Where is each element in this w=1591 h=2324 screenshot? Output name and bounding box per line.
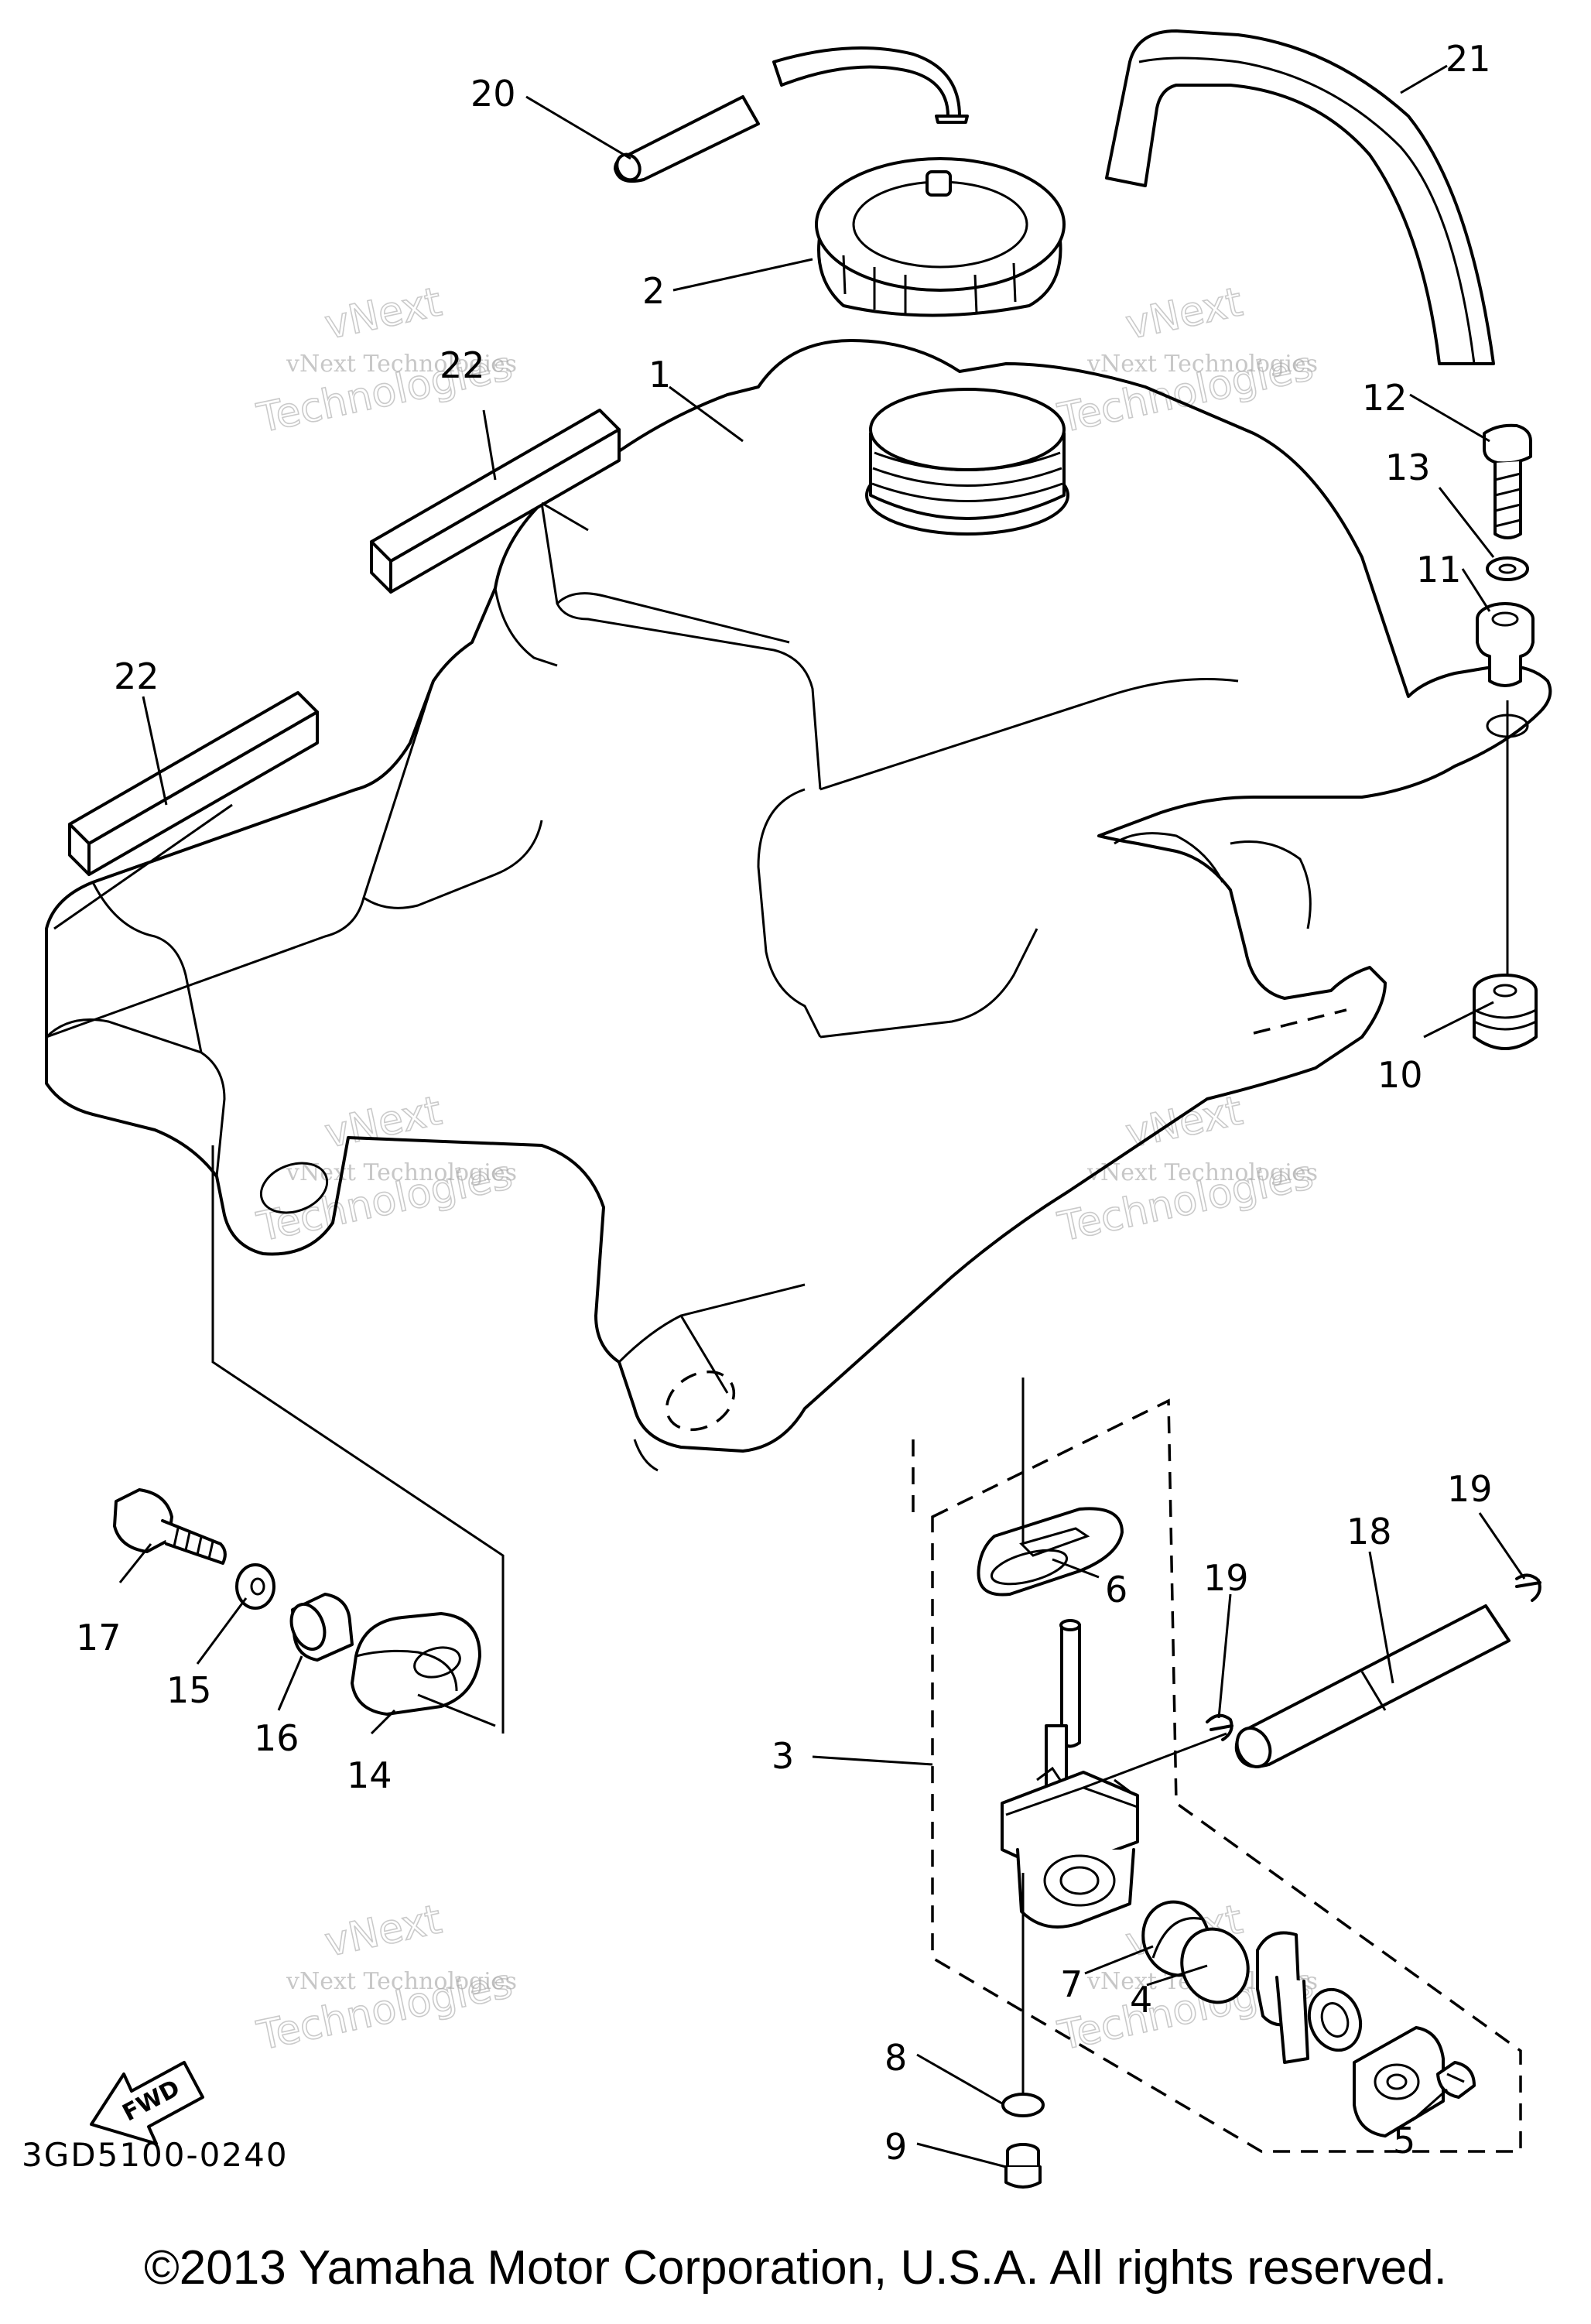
fuel-tank xyxy=(45,339,1552,1472)
copyright-notice: ©2013 Yamaha Motor Corporation, U.S.A. A… xyxy=(144,2241,1447,2295)
callout-1: 1 xyxy=(648,354,671,395)
damper-14 xyxy=(351,1612,481,1716)
screw-5 xyxy=(1436,2061,1476,2099)
watermark-text: vNext xyxy=(1122,279,1247,348)
callout-3: 3 xyxy=(772,1735,794,1777)
strip-upper xyxy=(370,409,621,594)
washer-8 xyxy=(1001,2093,1045,2117)
callout-19-upper: 19 xyxy=(1447,1468,1493,1510)
callout-21: 21 xyxy=(1446,38,1491,80)
callout-10: 10 xyxy=(1377,1054,1423,1096)
watermark-text: vNext xyxy=(1122,1087,1247,1157)
fuel-hose-18 xyxy=(1234,1604,1511,1768)
bolt-12 xyxy=(1483,423,1532,539)
callout-22-lower: 22 xyxy=(114,655,159,697)
watermark-text: vNext xyxy=(321,279,446,348)
callout-16: 16 xyxy=(254,1717,299,1759)
o-ring-4 xyxy=(1180,1927,1250,2004)
gasket-6 xyxy=(977,1507,1124,1597)
callout-12: 12 xyxy=(1362,377,1408,419)
callout-labels: 1 2 3 4 5 6 7 8 9 10 11 12 13 14 15 16 1… xyxy=(76,38,1493,2168)
filler-neck xyxy=(865,388,1069,536)
callout-8: 8 xyxy=(884,2037,907,2079)
callout-19-lower: 19 xyxy=(1203,1557,1249,1599)
callout-7: 7 xyxy=(1060,1963,1083,2005)
watermark-text: vNext Technologies xyxy=(286,1968,517,1995)
strip-lower xyxy=(53,691,319,930)
watermark-text: vNext xyxy=(321,1896,446,1966)
fwd-arrow: FWD xyxy=(90,2061,204,2145)
collar-11 xyxy=(1476,602,1535,687)
diagram-code: 3GD5100-0240 xyxy=(22,2136,289,2174)
lock-washer-13 xyxy=(1486,556,1529,581)
fuel-cock-body xyxy=(1001,1619,1139,1929)
hose-clip-19-upper xyxy=(1515,1573,1541,1602)
watermark-text: vNext Technologies xyxy=(1086,351,1318,378)
tank-band xyxy=(1105,29,1495,365)
callout-9: 9 xyxy=(884,2126,907,2168)
hose-clip-19-lower xyxy=(1206,1713,1233,1741)
callout-15: 15 xyxy=(166,1669,212,1711)
bolt-17 xyxy=(113,1488,227,1565)
callout-14: 14 xyxy=(347,1754,392,1796)
callout-6: 6 xyxy=(1105,1569,1127,1610)
fuel-cap xyxy=(815,157,1066,317)
callout-22-upper: 22 xyxy=(440,344,485,386)
breather-hose xyxy=(614,46,969,183)
washer-15 xyxy=(235,1563,275,1610)
callout-11: 11 xyxy=(1416,549,1462,590)
callout-17: 17 xyxy=(76,1617,121,1658)
damper-10 xyxy=(1473,974,1538,1050)
callout-5: 5 xyxy=(1393,2120,1415,2161)
callout-20: 20 xyxy=(470,73,516,115)
fuel-cock-box xyxy=(912,1398,1522,2153)
leader-lines xyxy=(118,64,1526,2168)
lever-seal xyxy=(1307,1987,1363,2052)
callout-4: 4 xyxy=(1130,1979,1152,2021)
watermark-text: vNext xyxy=(321,1087,446,1157)
callout-2: 2 xyxy=(642,270,665,312)
collar-16 xyxy=(289,1593,354,1662)
callout-18: 18 xyxy=(1346,1511,1392,1552)
callout-13: 13 xyxy=(1385,447,1431,488)
drain-screw-9 xyxy=(1004,2143,1042,2189)
watermark-text: vNext Technologies xyxy=(286,351,517,378)
watermark-text: vNext Technologies xyxy=(1086,1159,1318,1186)
fuel-cock-lever xyxy=(1256,1931,1309,2064)
